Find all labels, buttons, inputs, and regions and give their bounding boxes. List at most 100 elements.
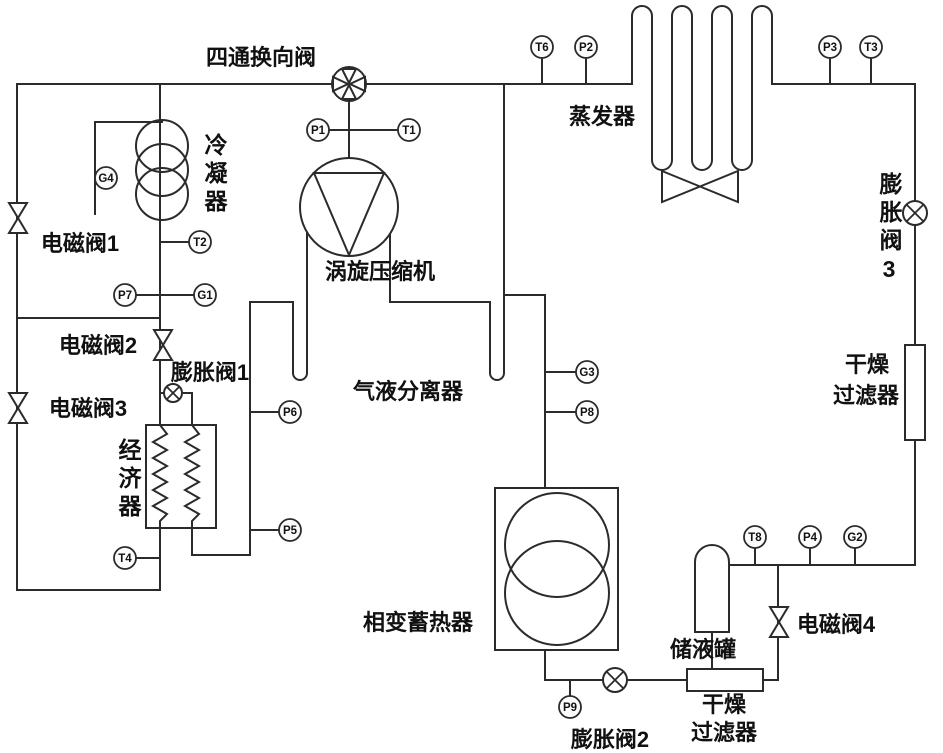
sensor-t4: T4: [113, 546, 161, 570]
label-expansion-valve-2: 膨胀阀2: [570, 727, 649, 752]
svg-text:T2: T2: [193, 237, 206, 249]
sensor-p2: P2: [574, 35, 598, 85]
sensor-p9: P9: [558, 679, 582, 719]
sensor-g2: G2: [843, 525, 867, 566]
four-way-valve-port-bottom: [340, 82, 358, 100]
svg-text:P5: P5: [283, 525, 298, 537]
sensor-p5: P5: [249, 518, 302, 542]
label-dry-filter-right-line2: 过滤器: [833, 383, 900, 408]
svg-text:T8: T8: [748, 532, 762, 544]
condenser-coil: [135, 167, 189, 221]
fan-icon: [661, 169, 739, 204]
svg-text:T1: T1: [402, 125, 416, 137]
four-way-valve-port-top: [340, 68, 358, 86]
sensor-p6: P6: [249, 400, 302, 424]
heat-storage-coil: [504, 492, 610, 598]
sensors: T6 P2 P3 T3 P1 T1 G4 T2 P7 G1 P6 P5 T4 G…: [94, 35, 883, 719]
label-compressor: 涡旋压缩机: [325, 259, 435, 284]
four-way-valve-port-right: [347, 75, 366, 93]
sensor-t1: T1: [348, 118, 421, 142]
svg-text:P2: P2: [579, 42, 593, 54]
pipe-left-vertical: [16, 83, 161, 591]
evaporator: [631, 5, 773, 204]
solenoid-valve-2-icon: [152, 329, 174, 361]
sensor-t6: T6: [530, 35, 554, 85]
condenser-coil: [135, 119, 189, 173]
pipe-condenser-water: [94, 121, 163, 215]
condenser: [135, 119, 189, 221]
four-way-valve: [331, 66, 367, 102]
label-four-way-valve: 四通换向阀: [206, 45, 316, 70]
compressor-symbol: [312, 172, 386, 258]
sensor-p1: P1: [306, 118, 350, 142]
sensor-g4: G4: [94, 166, 118, 190]
condenser-coil: [135, 143, 189, 197]
label-solenoid-valve-1: 电磁阀1: [41, 231, 119, 256]
solenoid-valve-4-icon: [768, 606, 790, 638]
svg-text:G4: G4: [98, 173, 114, 185]
label-solenoid-valve-2: 电磁阀2: [59, 333, 137, 358]
label-liquid-receiver: 储液罐: [670, 637, 736, 662]
pipe-top-right: [365, 83, 916, 566]
labels: 四通换向阀 蒸发器 冷凝器 涡旋压缩机 气液分离器 电磁阀1 电磁阀2 电磁阀3…: [41, 45, 904, 752]
sensor-p4: P4: [798, 525, 822, 566]
label-gas-liquid-separator: 气液分离器: [352, 379, 464, 404]
liquid-receiver: [694, 544, 730, 633]
expansion-valve-1-cross: [166, 386, 180, 400]
svg-text:P1: P1: [311, 125, 326, 137]
label-expansion-valve-3: 膨胀阀3: [876, 172, 904, 287]
heat-storage-coil: [504, 540, 610, 646]
label-dry-filter-right-line1: 干燥: [845, 352, 890, 377]
expansion-valve-2-cross: [606, 671, 624, 689]
sensor-p3: P3: [818, 35, 842, 85]
economizer-coil-1: [150, 424, 170, 528]
label-economizer: 经济器: [115, 437, 143, 522]
sensor-t2: T2: [159, 230, 212, 254]
evaporator-coil: [631, 5, 773, 171]
svg-text:P7: P7: [118, 290, 132, 302]
solenoid-valve-1-icon: [7, 202, 29, 234]
label-evaporator: 蒸发器: [569, 104, 636, 129]
label-heat-storage: 相变蓄热器: [363, 610, 474, 635]
sensor-p7: P7: [113, 283, 161, 307]
sensor-g3: G3: [544, 360, 599, 384]
svg-text:P3: P3: [823, 42, 837, 54]
svg-text:T4: T4: [118, 553, 132, 565]
sensor-p8: P8: [544, 400, 599, 424]
solenoid-valve-3-icon: [7, 392, 29, 424]
svg-text:P4: P4: [803, 532, 818, 544]
pipe-heat-storage-top: [503, 294, 546, 489]
pipes: [16, 83, 916, 681]
dry-filter-bottom: [686, 668, 764, 692]
svg-text:G2: G2: [847, 532, 862, 544]
expansion-valve-3-cross: [906, 204, 924, 222]
label-condenser: 冷凝器: [201, 132, 229, 217]
pipe-suction-loop-left: [191, 232, 308, 556]
expansion-valve-3-icon: [902, 200, 928, 226]
label-dry-filter-bottom-line2: 过滤器: [691, 720, 758, 745]
svg-text:P6: P6: [283, 407, 297, 419]
label-dry-filter-bottom-line1: 干燥: [702, 692, 747, 717]
economizer-coil-2: [182, 424, 202, 528]
label-expansion-valve-1: 膨胀阀1: [170, 360, 249, 385]
label-solenoid-valve-3: 电磁阀3: [49, 396, 127, 421]
expansion-valve-2-icon: [602, 667, 628, 693]
sensor-t8: T8: [743, 525, 767, 566]
label-solenoid-valve-4: 电磁阀4: [797, 612, 876, 637]
scroll-compressor: [299, 157, 399, 258]
svg-text:G1: G1: [197, 290, 213, 302]
heat-storage-shell: [494, 487, 619, 651]
expansion-valve-1-icon: [163, 383, 183, 403]
svg-text:P9: P9: [563, 702, 577, 714]
svg-text:T3: T3: [864, 42, 877, 54]
sensor-g1: G1: [159, 283, 217, 307]
svg-text:P8: P8: [580, 407, 595, 419]
svg-text:T6: T6: [535, 42, 548, 54]
four-way-valve-port-left: [332, 75, 351, 93]
pipe-discharge-loop-right: [389, 83, 505, 381]
dry-filter-right: [904, 344, 926, 441]
svg-text:G3: G3: [579, 367, 594, 379]
phase-change-heat-storage: [494, 487, 619, 651]
